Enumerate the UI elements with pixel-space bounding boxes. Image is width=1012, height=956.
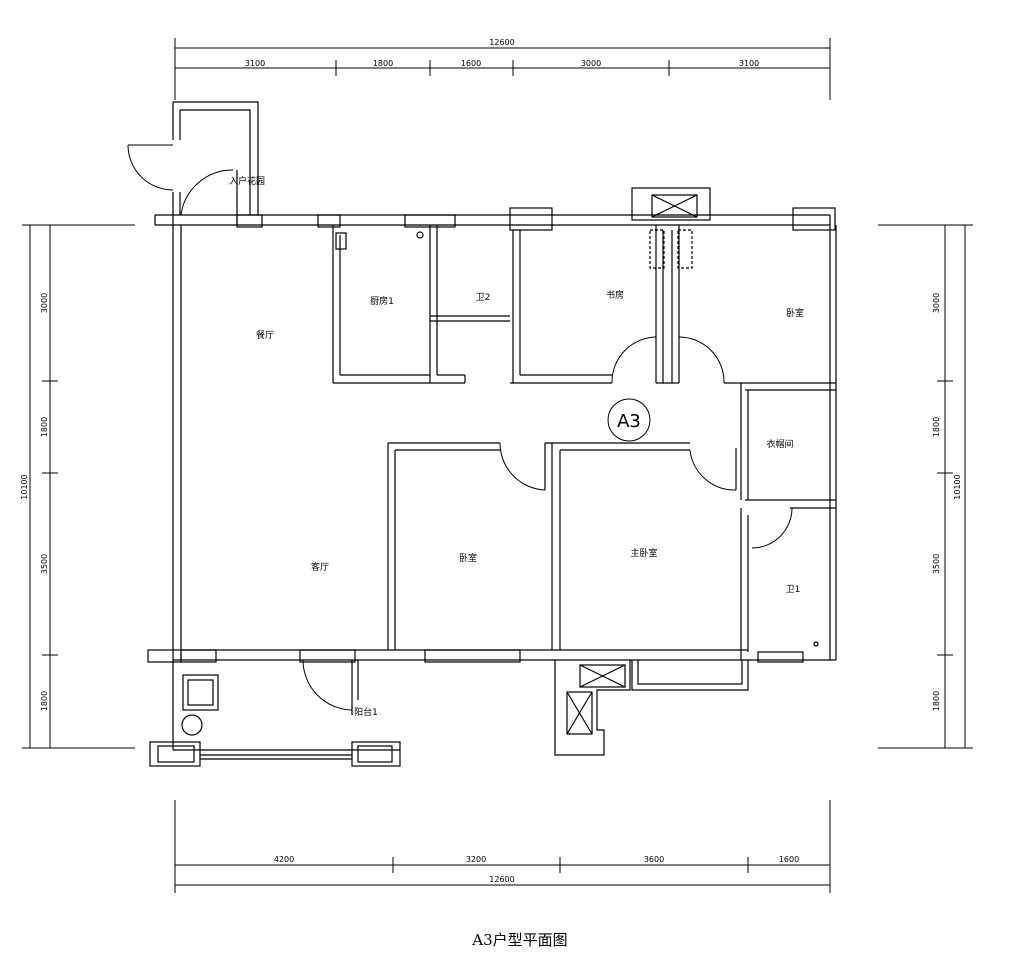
dim-right-seg: 3000 (932, 293, 941, 313)
dim-top-seg: 3100 (245, 59, 265, 68)
unit-tag-label: A3 (617, 411, 641, 432)
dim-top-seg: 1600 (461, 59, 481, 68)
dim-top-seg: 1800 (373, 59, 393, 68)
dim-top-seg: 3000 (581, 59, 601, 68)
dim-left-seg: 1800 (40, 691, 49, 711)
dim-bottom-seg: 3200 (466, 855, 486, 864)
walls (147, 101, 837, 767)
room-label-study: 书房 (606, 289, 624, 301)
room-label-bath1: 卫1 (786, 585, 801, 595)
room-label-closet: 衣帽间 (766, 438, 793, 450)
plan-title: A3户型平面图 (471, 931, 567, 949)
dim-top-seg: 3100 (739, 59, 759, 68)
dim-right-seg: 3500 (932, 554, 941, 574)
room-label-living: 客厅 (311, 561, 329, 573)
dim-top-total: 12600 (489, 38, 514, 47)
unit-tag-circle (607, 398, 651, 442)
dim-right-seg: 1800 (932, 417, 941, 437)
room-label-balcony: 阳台1 (354, 706, 378, 718)
unit-tag: A3 (607, 398, 651, 442)
dim-left-seg: 3000 (40, 293, 49, 313)
doors (127, 144, 793, 711)
dim-left-seg: 3500 (40, 554, 49, 574)
dim-bottom-total: 12600 (489, 875, 514, 884)
room-labels: 入户花园 餐厅 厨房1 卫2 书房 卧室 衣帽间 客厅 卧室 主卧室 卫1 阳台… (229, 175, 804, 718)
room-label-bath2: 卫2 (476, 293, 491, 303)
dimension-labels: 12600 3100 1800 1600 3000 3100 4200 3200… (20, 38, 962, 884)
dim-left-seg: 1800 (40, 417, 49, 437)
room-label-bedroom-center: 卧室 (459, 552, 477, 564)
room-label-kitchen: 厨房1 (370, 295, 394, 307)
dim-bottom-seg: 3600 (644, 855, 664, 864)
room-label-dining: 餐厅 (256, 329, 274, 341)
dim-bottom-seg: 1600 (779, 855, 799, 864)
room-label-bedroom-ne: 卧室 (786, 307, 804, 319)
dim-right-total: 10100 (953, 474, 962, 499)
dim-bottom-seg: 4200 (274, 855, 294, 864)
room-label-entry-garden: 入户花园 (229, 175, 265, 187)
dim-left-total: 10100 (20, 474, 29, 499)
room-label-master-bedroom: 主卧室 (630, 547, 657, 559)
dim-right-seg: 1800 (932, 691, 941, 711)
dimension-lines (22, 38, 973, 893)
